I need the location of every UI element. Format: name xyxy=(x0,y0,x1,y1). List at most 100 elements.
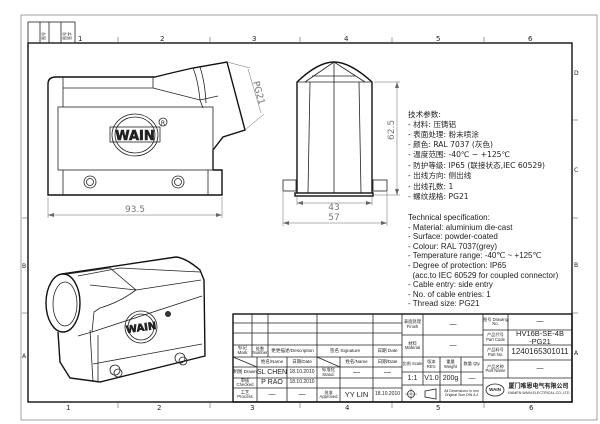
width-dimension: 93.5 xyxy=(125,205,145,215)
stand-label: 标准化 Stand. xyxy=(322,367,335,377)
original-size-note: Original Size DIN A 4 xyxy=(444,392,479,397)
part-code-values: HV16B-SE-4B -PG21 xyxy=(508,330,572,345)
side-view: 62.5 43 57 xyxy=(282,61,400,226)
strip-label: 签字 xyxy=(66,32,72,40)
mark-label: 标记 Mark xyxy=(237,345,248,355)
drawn-date: 18.10.2010 xyxy=(289,368,315,375)
description-label: 更更描述/Description xyxy=(271,347,314,353)
column-label: 6 xyxy=(529,404,534,412)
part-code-value: HV16B-SE-4B xyxy=(516,329,564,339)
stand-date: — xyxy=(384,368,391,376)
height-dimension: 62.5 xyxy=(387,120,397,140)
column-label: 1 xyxy=(66,404,70,412)
strip-label: 图号 xyxy=(61,32,67,40)
brand-logo: WAIN xyxy=(115,129,155,144)
date-label: 日期 Date xyxy=(377,347,398,353)
drawing-no-label: 图号 Drawing No. xyxy=(483,316,508,326)
company-name-en: XIAMEN WAIN ELECTRICAL CO.,LTD xyxy=(507,390,570,395)
column-label: 3 xyxy=(250,404,254,412)
company-names: 厦门唯恩电气有限公司 XIAMEN WAIN ELECTRICAL CO.,LT… xyxy=(506,379,571,401)
date-header: 日期/Date xyxy=(377,358,398,364)
spec-item: - 材料: 压铸铝 xyxy=(408,119,456,129)
outer-width-dimension: 57 xyxy=(328,213,339,223)
part-name-value: — xyxy=(536,365,544,373)
part-name-label: 产品名称 Part Name xyxy=(485,363,506,373)
company-name-cn: 厦门唯恩电气有限公司 xyxy=(508,384,569,391)
strip-label: 图号 xyxy=(40,32,46,40)
part-code-label: 产品代号 Part Code xyxy=(486,332,505,342)
registered-mark: R xyxy=(161,120,165,127)
row-label: C xyxy=(574,167,578,174)
scale-value: 1:1 xyxy=(407,374,418,382)
spec-item: - Colour: RAL 7037(grey) xyxy=(408,242,497,251)
rev-label: 版本 REV. xyxy=(426,359,437,369)
column-label: 4 xyxy=(344,35,349,43)
row-label: B xyxy=(574,262,578,269)
spec-item: - 出线孔数: 1 xyxy=(408,181,454,191)
drawn-label: 制图 Drawn xyxy=(233,369,257,375)
part-no-value: 1240165301011 xyxy=(511,347,569,357)
spec-item: - Surface: powder-coated xyxy=(408,232,498,241)
drawing-no-value: — xyxy=(536,318,544,326)
name-header: 姓名/Name xyxy=(260,358,284,364)
column-label: 2 xyxy=(160,35,164,43)
qty-label: 数量 Qty. xyxy=(463,361,481,367)
spec-item: - No. of cable entries: 1 xyxy=(408,290,491,299)
spec-title-en: Technical specification: xyxy=(408,213,490,222)
spec-item: - 出线方向: 侧出线 xyxy=(408,170,472,180)
spec-item: - Thread size: PG21 xyxy=(408,299,480,308)
spec-item: - 表面处理: 粉末喷涂 xyxy=(408,129,479,139)
stand-name: — xyxy=(353,368,360,376)
column-label: 3 xyxy=(252,35,256,43)
row-label: D xyxy=(574,70,579,77)
spec-item: - 颜色: RAL 7037 (灰色) xyxy=(408,139,493,149)
specs-chinese: 技术参数: - 材料: 压铸铝 - 表面处理: 粉末喷涂 - 颜色: RAL 7… xyxy=(408,109,545,201)
dimensions-note: All Dimensions in mm xyxy=(444,388,479,393)
spec-item: - 防护等级: IP65 (联接状态,IEC 60529) xyxy=(408,160,545,170)
iso-brand-logo: WAIN xyxy=(125,321,157,336)
weight-label: 重量 Weight xyxy=(444,359,457,369)
dimension-notes: All Dimensions in mm Original Size DIN A… xyxy=(440,385,483,402)
column-label: 4 xyxy=(345,404,350,412)
material-value: — xyxy=(449,342,457,350)
material-label: 材料 Material xyxy=(404,340,421,350)
rev-value: V1.0 xyxy=(424,374,439,382)
inner-width-dimension: 43 xyxy=(328,203,339,213)
scale-label: 比例 Scale xyxy=(402,361,423,367)
checked-date: 18.10.2010 xyxy=(289,379,315,386)
spec-item: (acc.to IEC 60529 for coupled connector) xyxy=(408,271,559,280)
row-label: A xyxy=(574,350,579,357)
spec-title-cn: 技术参数: xyxy=(408,109,441,119)
qty-value: — xyxy=(468,374,476,382)
title-block xyxy=(232,313,573,403)
approved-name: YY LIN xyxy=(344,390,369,400)
name-header: 姓名/Name xyxy=(345,358,368,364)
checked-label: 审核 Checked xyxy=(236,377,254,387)
spec-item: - 温度范围: -40℃ ~ +125℃ xyxy=(408,149,510,159)
finish-value: — xyxy=(449,320,457,328)
checked-name: P RAO xyxy=(261,379,283,387)
spec-item: - 螺纹规格: PG21 xyxy=(408,191,469,201)
row-label: A xyxy=(22,353,27,360)
column-label: 6 xyxy=(528,35,533,43)
column-label: 5 xyxy=(436,404,440,412)
weight-value: 200g xyxy=(442,374,459,382)
isometric-view: WAIN xyxy=(45,256,206,383)
date-header: 日期/Date xyxy=(292,358,312,364)
company-logo-icon xyxy=(485,383,505,397)
signature-label: 签名 Signature xyxy=(329,347,361,353)
approved-label: 批准 Approved xyxy=(319,389,338,399)
part-code-value-line2: -PG21 xyxy=(529,336,551,346)
process-label: 工艺 Process xyxy=(237,389,253,399)
spec-item: - Degree of protection: IP65 xyxy=(408,261,507,270)
company-logo: WAIN xyxy=(489,386,501,392)
column-label: 1 xyxy=(78,35,82,43)
row-label: B xyxy=(22,263,26,270)
process-name: — xyxy=(268,391,276,399)
approved-date: 18.10.2010 xyxy=(374,391,401,398)
finish-label: 表面处理 Finish xyxy=(403,319,422,329)
spec-item: - Cable entry: side entry xyxy=(408,280,493,289)
process-date: — xyxy=(298,391,306,399)
